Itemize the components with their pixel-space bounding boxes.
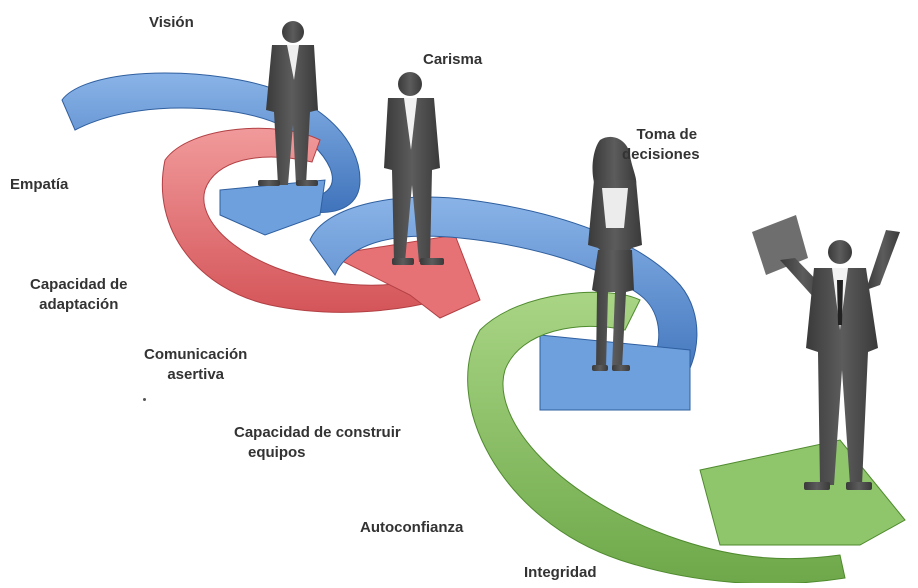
businessman-figure-2 — [384, 72, 444, 265]
label-toma-de-decisiones-line1: Toma de — [636, 126, 698, 143]
label-toma-de-decisiones-line2: decisiones — [622, 146, 700, 163]
label-capacidad-adaptacion-line1: Capacidad de — [30, 276, 128, 293]
label-capacidad-equipos-line2: equipos — [248, 444, 306, 461]
label-carisma: Carisma — [423, 51, 483, 68]
label-empatia: Empatía — [10, 176, 69, 193]
decorative-dot — [143, 398, 146, 401]
celebrating-businessman-figure — [752, 215, 900, 490]
label-capacidad-adaptacion-line2: adaptación — [39, 296, 119, 313]
label-autoconfianza: Autoconfianza — [360, 519, 464, 536]
businessman-figure-1 — [258, 21, 318, 186]
red-arrow — [161, 127, 481, 319]
label-comunicacion-asertiva-line1: Comunicación — [144, 346, 248, 363]
label-capacidad-equipos: Capacidad de construir equipos — [234, 423, 401, 463]
label-integridad: Integridad — [524, 564, 597, 581]
label-capacidad-equipos-line1: Capacidad de construir — [234, 424, 401, 441]
label-capacidad-adaptacion: Capacidad de adaptación — [30, 275, 128, 315]
label-vision: Visión — [149, 14, 194, 31]
label-toma-de-decisiones: Toma de decisiones — [622, 125, 700, 165]
businesswoman-figure — [588, 136, 642, 371]
label-comunicacion-asertiva: Comunicación asertiva — [144, 345, 247, 385]
label-comunicacion-asertiva-line2: asertiva — [167, 366, 225, 383]
